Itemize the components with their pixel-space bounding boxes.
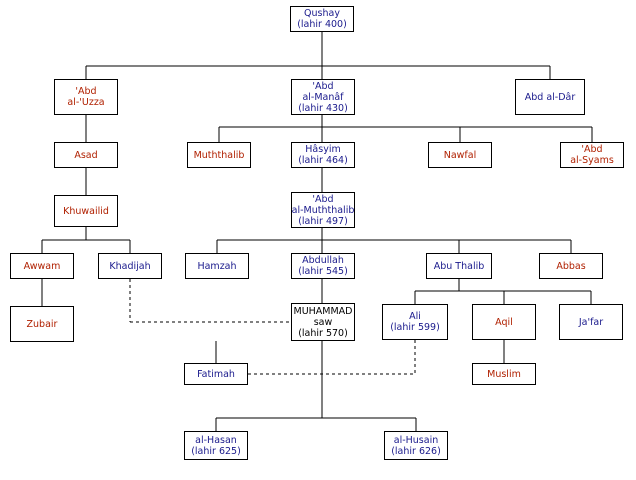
node-abd-al-dar: Abd al-Dâr bbox=[515, 79, 585, 115]
node-text-line: Muththalib bbox=[193, 149, 245, 161]
node-text-line: Hamzah bbox=[197, 260, 237, 272]
node-text-line: (lahir 497) bbox=[298, 215, 348, 227]
node-text-line: (lahir 545) bbox=[298, 266, 348, 277]
node-text-line: (lahir 400) bbox=[297, 19, 347, 30]
node-text-line: 'Abd bbox=[581, 144, 603, 155]
node-text-line: al-Manâf bbox=[302, 91, 344, 103]
node-al-hasan: al-Hasan(lahir 625) bbox=[184, 431, 248, 460]
node-hamzah: Hamzah bbox=[185, 253, 249, 279]
node-text-line: (lahir 599) bbox=[390, 322, 440, 333]
node-text-line: al-Muththalib bbox=[291, 204, 355, 216]
node-text-line: Abd al-Dâr bbox=[524, 91, 576, 103]
node-text-line: (lahir 430) bbox=[298, 102, 348, 114]
node-awwam: Awwam bbox=[10, 253, 74, 279]
node-qushay: Qushay(lahir 400) bbox=[290, 6, 354, 32]
node-jafar: Ja'far bbox=[559, 304, 623, 340]
node-asad: Asad bbox=[54, 142, 118, 168]
node-text-line: Abdullah bbox=[302, 255, 344, 266]
node-text-line: 'Abd bbox=[75, 86, 97, 97]
node-abdullah: Abdullah(lahir 545) bbox=[291, 253, 355, 279]
node-khuwailid: Khuwailid bbox=[54, 195, 118, 227]
node-text-line: Qushay bbox=[304, 8, 340, 19]
node-text-line: Nawfal bbox=[443, 149, 477, 161]
node-text-line: al-'Uzza bbox=[67, 97, 105, 108]
node-khadijah: Khadijah bbox=[98, 253, 162, 279]
node-ali: Ali(lahir 599) bbox=[382, 304, 448, 340]
node-text-line: al-Syams bbox=[570, 155, 614, 166]
node-text-line: 'Abd bbox=[312, 80, 334, 92]
node-text-line: Asad bbox=[74, 149, 98, 161]
node-text-line: (lahir 625) bbox=[191, 445, 241, 457]
node-muslim: Muslim bbox=[472, 363, 536, 385]
node-text-line: (lahir 570) bbox=[298, 327, 348, 339]
node-text-line: Fatimah bbox=[197, 368, 235, 380]
node-text-line: Aqil bbox=[495, 316, 513, 328]
node-text-line: Ali bbox=[409, 311, 421, 322]
node-zubair: Zubair bbox=[10, 306, 74, 342]
node-abbas: Abbas bbox=[539, 253, 603, 279]
node-text-line: Hâsyim bbox=[305, 144, 341, 155]
node-text-line: Abu Thalib bbox=[433, 260, 485, 272]
node-abu-thalib: Abu Thalib bbox=[426, 253, 492, 279]
node-text-line: Zubair bbox=[26, 318, 58, 330]
node-text-line: MUHAMMAD bbox=[293, 305, 353, 317]
node-nawfal: Nawfal bbox=[428, 142, 492, 168]
node-text-line: Muslim bbox=[487, 368, 521, 380]
node-al-husain: al-Husain(lahir 626) bbox=[384, 431, 448, 460]
node-text-line: Khadijah bbox=[109, 260, 151, 272]
node-aqil: Aqil bbox=[472, 304, 536, 340]
node-hasyim: Hâsyim(lahir 464) bbox=[291, 142, 355, 168]
node-text-line: (lahir 626) bbox=[391, 445, 441, 457]
node-text-line: (lahir 464) bbox=[298, 155, 348, 166]
node-muththalib: Muththalib bbox=[187, 142, 251, 168]
node-text-line: saw bbox=[313, 316, 333, 328]
node-text-line: Abbas bbox=[556, 260, 586, 272]
node-text-line: al-Hasan bbox=[195, 434, 237, 446]
node-text-line: al-Husain bbox=[393, 434, 439, 446]
node-text-line: Ja'far bbox=[578, 316, 604, 328]
node-text-line: Awwam bbox=[23, 260, 61, 272]
node-text-line: 'Abd bbox=[312, 193, 334, 205]
node-fatimah: Fatimah bbox=[184, 363, 248, 385]
node-text-line: Khuwailid bbox=[63, 205, 109, 217]
